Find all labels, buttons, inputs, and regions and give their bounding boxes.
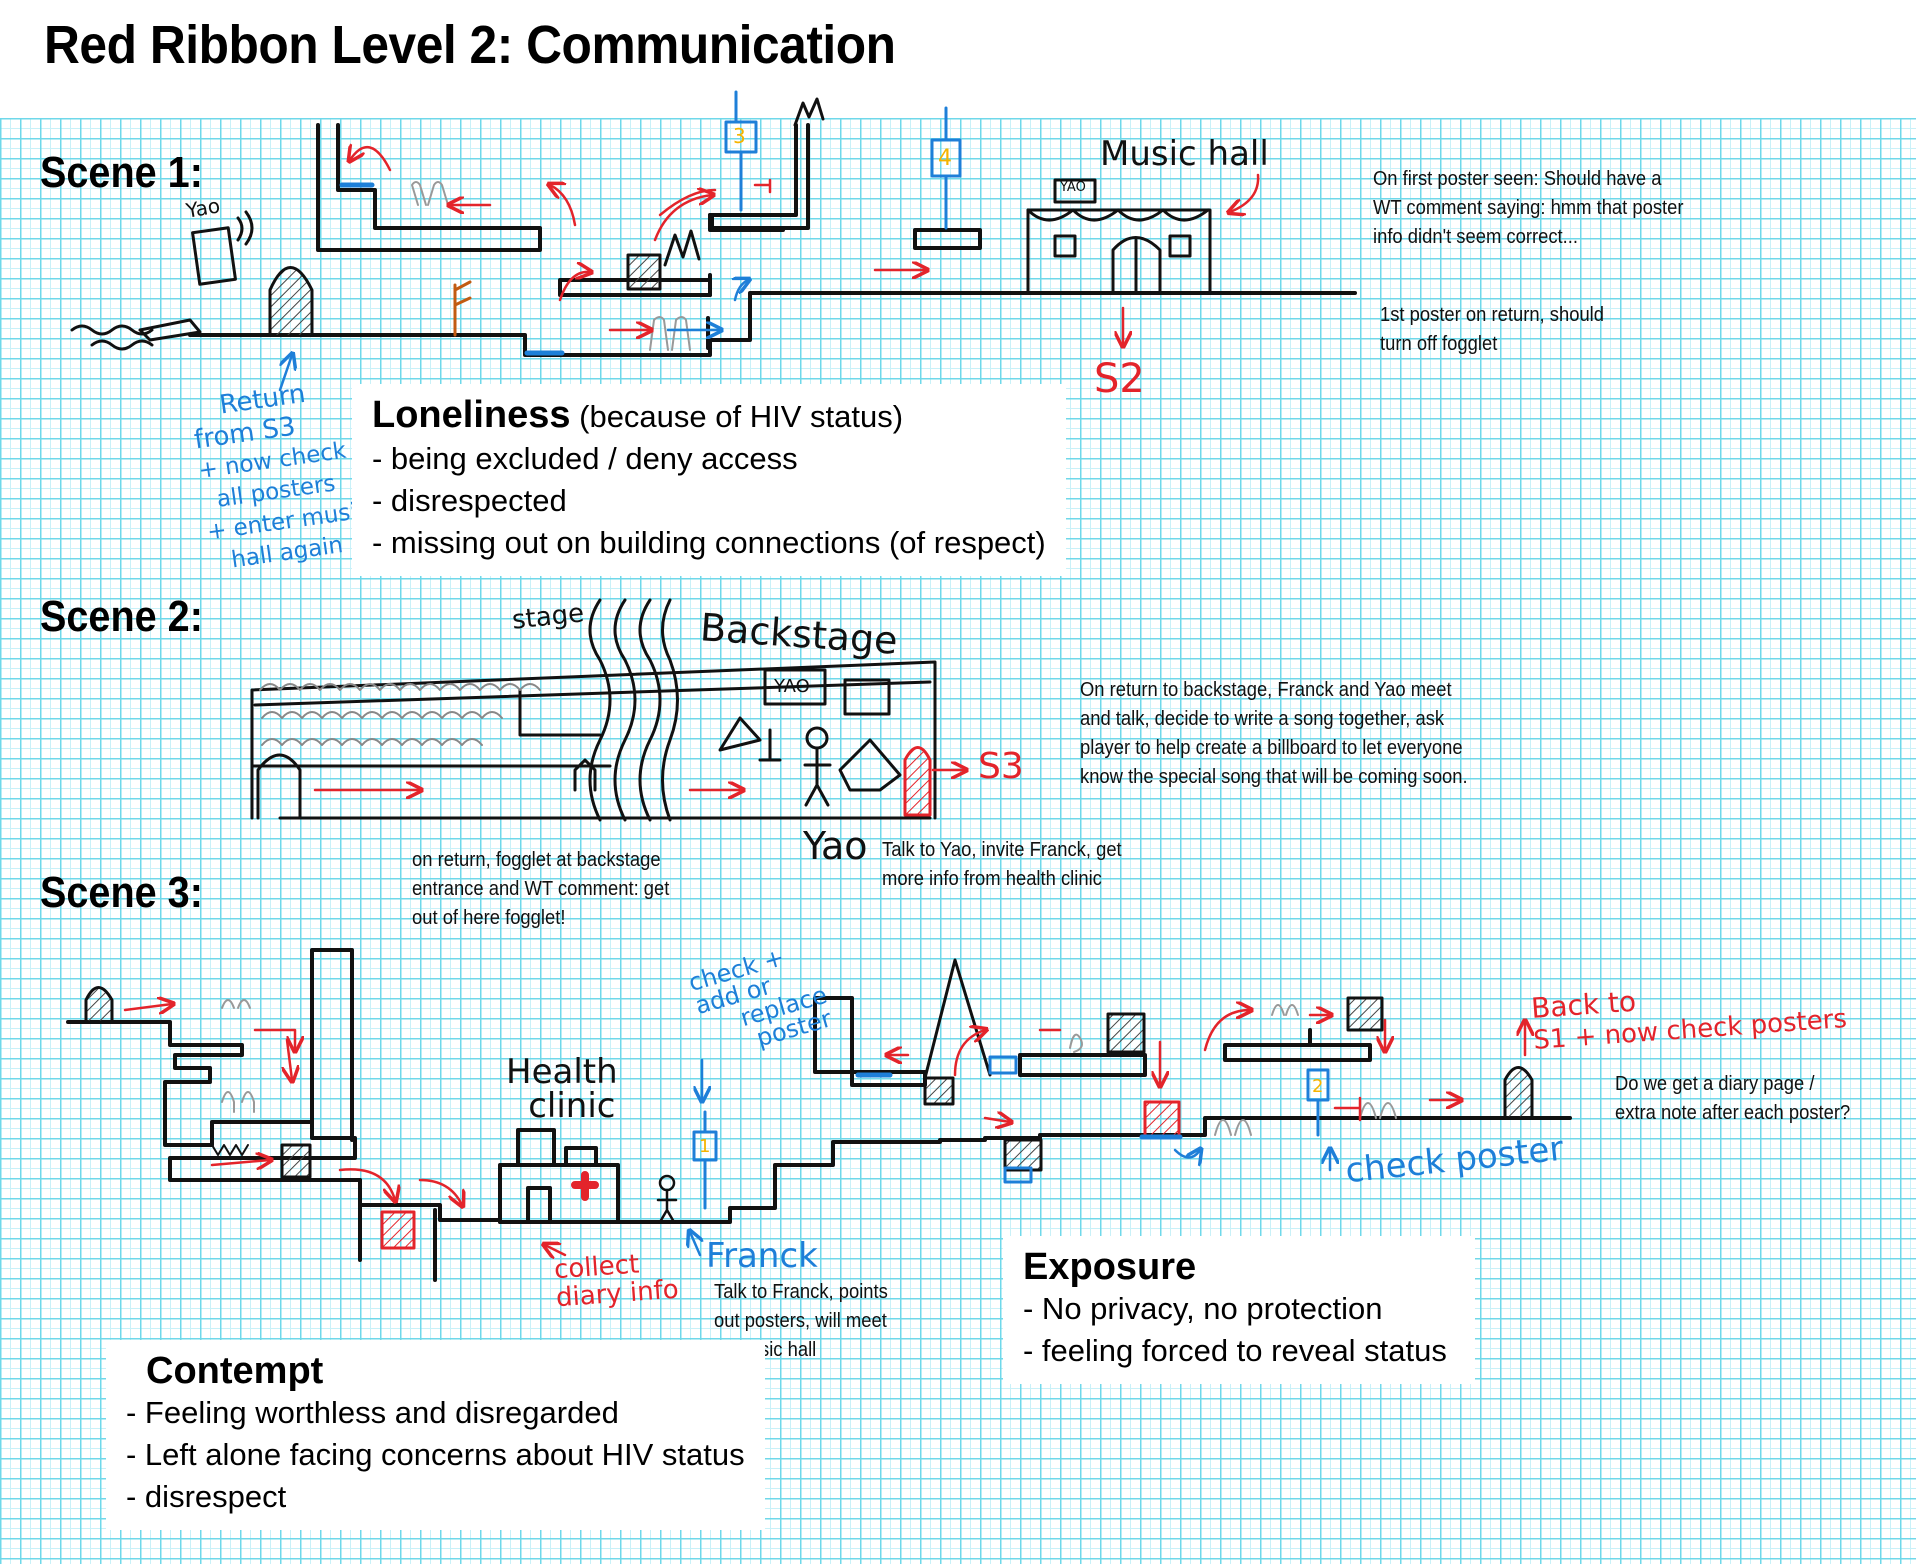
poster-4-number: 4: [938, 146, 952, 171]
poster-3-number: 3: [733, 124, 746, 148]
scene-3-label: Scene 3:: [40, 868, 203, 917]
switch-icons-scene3: [855, 1072, 1183, 1140]
boat-icon: [70, 318, 202, 351]
poster-1-number: 1: [699, 1136, 711, 1157]
music-hall-building: [1026, 178, 1212, 294]
scene3-blue-arrows: [690, 1058, 1330, 1257]
poster-2-number: 2: [1312, 1076, 1324, 1097]
scene1-arrows: [350, 147, 1260, 345]
stage-curtain: [588, 598, 679, 822]
loneliness-subheading: (because of HIV status): [579, 399, 904, 434]
exposure-item: - feeling forced to reveal status: [1023, 1333, 1447, 1368]
to-s2-label: S2: [1094, 356, 1145, 402]
contempt-box: Contempt - Feeling worthless and disrega…: [106, 1340, 765, 1530]
contempt-item: - disrespect: [126, 1479, 287, 1514]
scene2-room: [250, 660, 937, 820]
scene-2-label: Scene 2:: [40, 592, 203, 641]
diary-page-question: Do we get a diary page / extra note afte…: [1615, 1073, 1851, 1124]
exit-door-icon: [903, 746, 932, 817]
loneliness-heading: Loneliness: [372, 394, 571, 436]
yao-character-label: Yao: [803, 824, 868, 868]
scene3-posters: [692, 1055, 1330, 1210]
scene1-platforms: [188, 123, 1357, 357]
to-s3-label: S3: [978, 746, 1024, 787]
collect-diary-label: collect diary info: [553, 1249, 680, 1314]
first-poster-note: On first poster seen: Should have a WT c…: [1373, 168, 1684, 248]
scene3-fogglets: [221, 999, 1397, 1136]
scene1-blue-arrows: [278, 280, 748, 392]
scene1-props: [626, 90, 962, 291]
health-clinic-building: [498, 1128, 620, 1224]
return-from-s3-note: Return from S3 + now check all posters +…: [192, 378, 371, 574]
scene2-arrows: [313, 770, 965, 790]
graph-paper-background: [0, 118, 1916, 1564]
music-hall-yao-sign: YAO: [1060, 180, 1086, 195]
loneliness-box: Loneliness (because of HIV status) - bei…: [352, 384, 1066, 576]
exposure-item: - No privacy, no protection: [1023, 1291, 1383, 1326]
contempt-item: - Left alone facing concerns about HIV s…: [126, 1437, 745, 1472]
door-icon: [268, 266, 314, 337]
page-title: Red Ribbon Level 2: Communication: [44, 15, 896, 75]
health-clinic-label: Health clinic: [506, 1052, 618, 1126]
backstage-return-note: On return to backstage, Franck and Yao m…: [1080, 679, 1468, 788]
exposure-heading: Exposure: [1023, 1246, 1197, 1288]
switch-icons: [339, 182, 565, 356]
first-poster-return-note: 1st poster on return, should turn off fo…: [1380, 304, 1605, 355]
scene-1-label: Scene 1:: [40, 148, 203, 197]
loneliness-item: - missing out on building connections (o…: [372, 525, 1046, 560]
red-crates: [380, 1100, 1181, 1250]
talk-to-yao-note: Talk to Yao, invite Franck, get more inf…: [882, 839, 1122, 890]
music-hall-label: Music hall: [1100, 134, 1269, 174]
franck-figure: [656, 1174, 678, 1224]
audience-crowd: [259, 683, 541, 746]
franck-label: Franck: [706, 1236, 818, 1276]
contempt-item: - Feeling worthless and disregarded: [126, 1395, 619, 1430]
contempt-heading: Contempt: [146, 1350, 324, 1392]
signpost-icon: [453, 280, 472, 337]
exposure-box: Exposure - No privacy, no protection - f…: [1003, 1236, 1475, 1384]
phone-icon: [191, 210, 254, 286]
scene3-platforms: [66, 948, 1572, 1282]
spike-trap: [211, 1144, 249, 1156]
backstage-yao-sign: YAO: [774, 676, 810, 697]
fogglet-note: on return, fogglet at backstage entrance…: [412, 849, 670, 929]
scene3-arrows: [123, 1004, 1525, 1255]
loneliness-item: - being excluded / deny access: [372, 441, 798, 476]
scene1-characters: [411, 181, 691, 351]
backstage-props: [573, 668, 902, 807]
loneliness-item: - disrespected: [372, 483, 567, 518]
